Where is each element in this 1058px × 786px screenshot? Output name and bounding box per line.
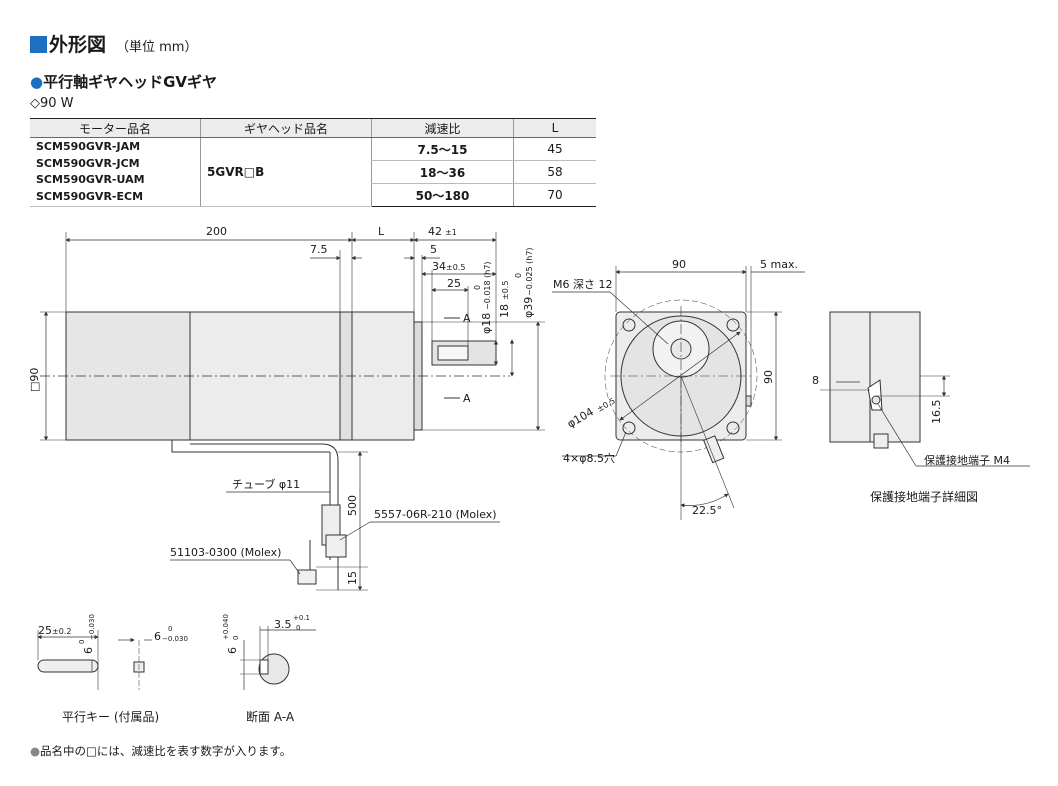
sec-dim-6-tol-b: 0 <box>232 636 240 640</box>
footnote: ●品名中の□には、減速比を表す数字が入ります。 <box>30 743 291 759</box>
dim-phi18: φ18 <box>480 313 493 334</box>
dim-phi39-tol-b: −0.025 (h7) <box>525 247 534 296</box>
dim-200: 200 <box>206 225 227 238</box>
L-cell: 45 <box>513 137 596 161</box>
sec-dim-3-5: 3.5 <box>274 618 292 631</box>
dim-5: 5 <box>430 243 437 256</box>
key-dim-25-tol: ±0.2 <box>52 627 71 636</box>
dim-15: 15 <box>346 571 359 585</box>
mount-hole <box>622 421 636 435</box>
dim-sq90: □90 <box>28 368 41 392</box>
key-dim-6b-tol-a: 0 <box>168 625 172 633</box>
dim-42-tol: ±1 <box>445 228 457 237</box>
page-title: 外形図 （単位 mm） <box>30 30 197 57</box>
dim-phi18-tol-b: −0.018 (h7) <box>483 261 492 310</box>
model-name: SCM590GVR-UAM <box>36 173 145 186</box>
title-text: 外形図 <box>49 34 107 56</box>
key-dim-6: 6 <box>82 647 95 654</box>
header-L: L <box>513 118 596 138</box>
terminal-detail-view <box>820 311 1030 467</box>
dim-500: 500 <box>346 495 359 516</box>
dim-25: 25 <box>447 277 461 290</box>
dim-18-tol: ±0.5 <box>501 281 510 300</box>
key-views <box>37 626 316 690</box>
dim-34: 34 <box>432 260 446 273</box>
label-m6: M6 深さ 12 <box>553 278 612 291</box>
key-dim-25: 25 <box>38 624 52 637</box>
dim-34-tol: ±0.5 <box>446 263 465 272</box>
shaft-key <box>437 345 469 361</box>
dim-L: L <box>378 225 385 238</box>
front-dim-90: 90 <box>672 258 686 271</box>
label-connector-3pin: 51103-0300 (Molex) <box>170 546 281 559</box>
mount-hole <box>622 318 636 332</box>
key-dim-6b-tol-b: −0.030 <box>162 635 188 643</box>
caption-section: 断面 A-A <box>246 710 295 724</box>
note-text: 品名中の□には、減速比を表す数字が入ります。 <box>40 744 292 758</box>
ratio-cell: 7.5～15 <box>371 137 514 161</box>
model-name: SCM590GVR-ECM <box>36 189 144 203</box>
connector-6pin <box>325 534 347 558</box>
front-dim-5max: 5 max. <box>760 258 798 271</box>
connector-3pin <box>297 569 317 585</box>
label-holes: 4×φ8.5穴 <box>563 451 615 465</box>
ratio-cell: 18～36 <box>371 160 514 184</box>
header-ratio: 減速比 <box>371 118 514 138</box>
dim-phi39: φ39 <box>522 297 535 318</box>
side-view <box>40 232 545 591</box>
front-view <box>552 266 805 520</box>
front-cable-exit <box>703 435 725 464</box>
table-row: 18～36 58 <box>30 160 596 184</box>
caption-terminal-detail: 保護接地端子詳細図 <box>870 490 979 504</box>
caption-key: 平行キー (付属品) <box>62 710 160 724</box>
model-name: SCM590GVR-JCM <box>36 156 140 170</box>
spec-table: モーター品名 ギヤヘッド品名 減速比 L SCM590GVR-JAM SCM59… <box>30 118 596 207</box>
table-header-row: モーター品名 ギヤヘッド品名 減速比 L <box>30 118 596 138</box>
title-square-icon <box>30 36 47 53</box>
side-dim-16-5: 16.5 <box>930 400 943 425</box>
sec-dim-3-5-tol-b: 0 <box>296 624 300 632</box>
key-dim-6-tol-b: −0.030 <box>88 614 96 640</box>
dim-7-5: 7.5 <box>310 243 328 256</box>
terminal-screw-icon <box>871 395 881 405</box>
bullet-icon: ● <box>30 73 44 91</box>
label-connector-6pin: 5557-06R-210 (Molex) <box>374 508 497 521</box>
header-gearhead: ギヤヘッド品名 <box>200 118 372 138</box>
section-A-top: A <box>463 312 471 325</box>
models-cell: SCM590GVR-JAM SCM590GVR-JCM SCM590GVR-UA… <box>30 137 201 207</box>
dim-phi18-tol-a: 0 <box>473 285 482 290</box>
section-subtitle: ●平行軸ギヤヘッドGVギヤ <box>30 71 217 92</box>
note-bullet-icon: ● <box>30 744 41 758</box>
mount-hole <box>726 421 740 435</box>
dim-phi104: φ104 <box>565 405 596 430</box>
header-motor: モーター品名 <box>30 118 201 138</box>
model-name: SCM590GVR-JAM <box>36 140 141 153</box>
label-tube: チューブ φ11 <box>232 477 300 491</box>
mount-hole <box>726 318 740 332</box>
sec-dim-3-5-tol-a: +0.1 <box>293 614 310 622</box>
key-top-view <box>37 659 99 673</box>
sec-dim-6: 6 <box>226 647 239 654</box>
ratio-cell: 50～180 <box>371 183 514 207</box>
dim-42: 42 <box>428 225 442 238</box>
table-row: SCM590GVR-JAM SCM590GVR-JCM SCM590GVR-UA… <box>30 137 596 207</box>
label-terminal: 保護接地端子 M4 <box>924 453 1010 467</box>
power-label: ◇90 W <box>30 96 74 111</box>
sec-dim-6-tol-a: +0.040 <box>222 614 230 640</box>
unit-label: （単位 mm） <box>116 40 198 55</box>
side-dim-8: 8 <box>812 374 819 387</box>
subtitle-text: 平行軸ギヤヘッドGVギヤ <box>43 73 218 91</box>
L-cell: 58 <box>513 160 596 184</box>
dim-phi39-tol-a: 0 <box>514 273 523 278</box>
table-row: 50～180 70 <box>30 183 596 207</box>
gearhead-cell: 5GVR□B <box>200 137 372 207</box>
L-cell: 70 <box>513 183 596 207</box>
dim-18: 18 <box>498 304 511 318</box>
key-dim-6b: 6 <box>154 630 161 643</box>
key-dim-6-tol-a: 0 <box>78 640 86 644</box>
section-A-bottom: A <box>463 392 471 405</box>
front-dim-90-v: 90 <box>762 370 775 384</box>
dim-angle: 22.5° <box>692 504 722 517</box>
